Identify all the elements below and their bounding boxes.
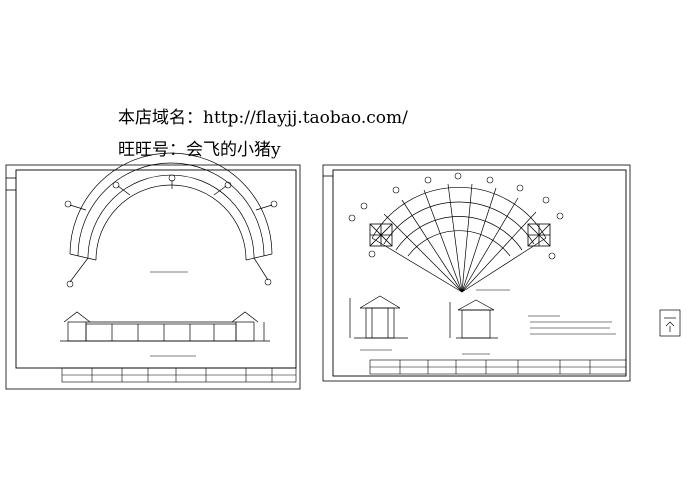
left-title-block <box>61 367 297 383</box>
right-pavilion-right <box>527 223 551 247</box>
left-arc-plan <box>69 152 273 283</box>
right-notes <box>528 315 616 335</box>
shop-domain-line: 本店域名：http://flayjj.taobao.com/ <box>118 108 408 128</box>
right-sheet-border <box>322 164 631 382</box>
right-fan-plan <box>371 183 547 293</box>
small-detail-icon <box>659 309 681 337</box>
right-sheet-frame <box>332 169 627 377</box>
left-sheet-border <box>5 164 301 390</box>
left-elevation <box>60 311 270 357</box>
right-pavilion-left <box>369 223 393 247</box>
left-plan-callouts <box>64 174 278 288</box>
right-plan-callouts <box>348 172 564 260</box>
left-drawing-sheet <box>5 152 301 390</box>
right-title-block <box>369 359 627 375</box>
right-section-right <box>449 299 498 339</box>
right-section-left <box>349 295 408 339</box>
wangwang-id-line: 旺旺号：会飞的小猪y <box>118 140 281 160</box>
right-drawing-sheet <box>322 164 631 382</box>
